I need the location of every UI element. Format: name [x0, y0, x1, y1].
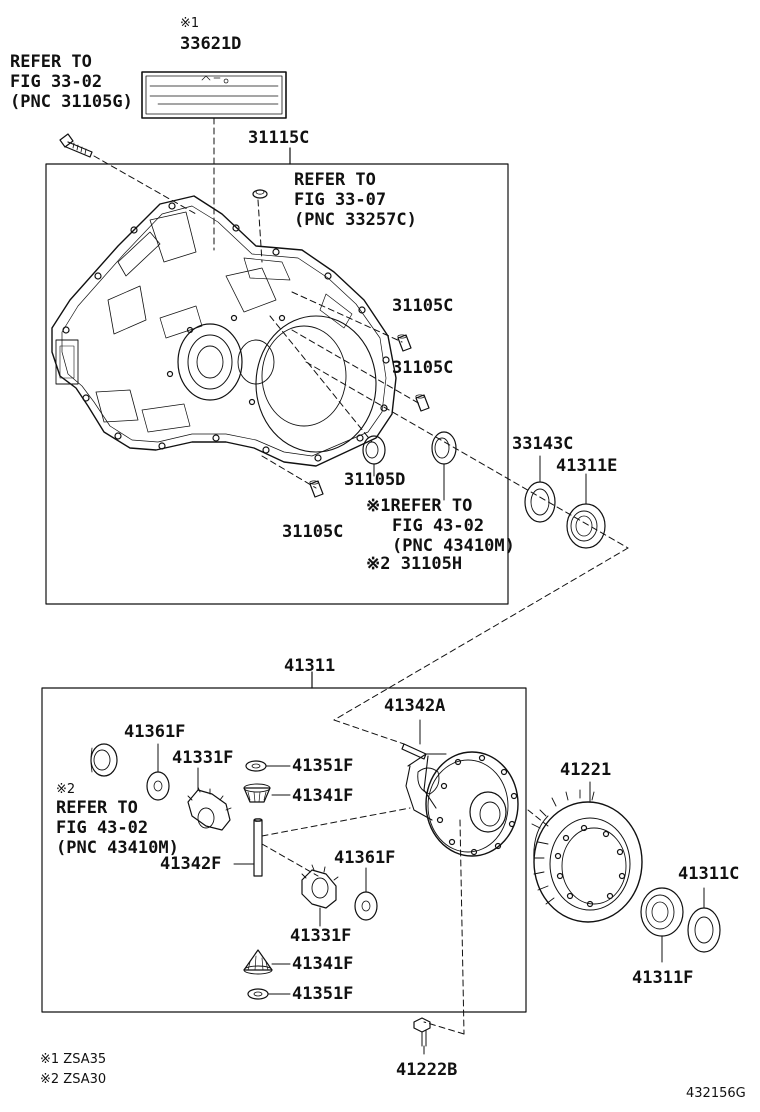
breather-ref-line3: (PNC 33257C)	[294, 210, 417, 230]
left-ref-mark: ※2	[56, 782, 76, 797]
label-plate-mark: ※1	[180, 16, 200, 31]
bearing-41311e-part-number: 41311E	[556, 456, 618, 476]
pinion-shaft-part-number: 41342F	[160, 854, 222, 874]
side-gear-shapes	[187, 767, 339, 927]
pinion-lower-part-number: 41341F	[292, 954, 354, 974]
pinion-shaft-shape	[233, 818, 263, 877]
case-part-number: 31115C	[248, 128, 310, 148]
bearing-e-shapes	[524, 455, 606, 549]
thrust-washer-shapes	[245, 760, 291, 1000]
left-ref-line1: REFER TO	[56, 798, 138, 818]
differential-case-shape	[405, 751, 519, 857]
left-ref-line3: (PNC 43410M)	[56, 838, 179, 858]
top-bolt-shape	[59, 133, 93, 158]
label-plate-shape	[141, 71, 287, 119]
shaft-pin-shape	[401, 719, 427, 760]
breather-plug-shape	[252, 189, 268, 199]
figure-id: 432156G	[686, 1086, 746, 1101]
left-ref-line2: FIG 43-02	[56, 818, 149, 838]
seal-ref-line3: (PNC 43410M)	[392, 536, 515, 556]
pinion-upper-part-number: 41341F	[292, 786, 354, 806]
ring-gear-shape	[531, 781, 643, 923]
shaft-pin-part-number: 41342A	[384, 696, 446, 716]
ring-gear-bolt-part-number: 41222B	[396, 1060, 458, 1080]
note-zsa35: ※1 ZSA35	[40, 1052, 107, 1067]
label-plate-part-number: 33621D	[180, 34, 242, 54]
breather-ref-line1: REFER TO	[294, 170, 376, 190]
seal-ref-line1: ※1REFER TO	[366, 496, 473, 516]
washer-left-part-number: 41361F	[124, 722, 186, 742]
oil-seal-shapes	[362, 431, 457, 501]
diff-group-frame	[41, 687, 527, 1013]
thrust-washer-upper-part-number: 41351F	[292, 756, 354, 776]
top-ref-line2: FIG 33-02	[10, 72, 103, 92]
note-zsa30: ※2 ZSA30	[40, 1072, 107, 1087]
washer-shapes	[146, 743, 378, 921]
left-seal-shape	[90, 743, 118, 777]
side-gear-upper-part-number: 41331F	[172, 748, 234, 768]
dowel-pin-shapes	[309, 334, 430, 498]
breather-ref-line2: FIG 33-07	[294, 190, 387, 210]
oil-seal-h-part-number: ※2 31105H	[366, 554, 463, 574]
dowel-pin-1-part-number: 31105C	[392, 296, 454, 316]
ring-gear-bolt-shape	[413, 1017, 431, 1055]
top-ref-line3: (PNC 31105G)	[10, 92, 133, 112]
washer-right-part-number: 41361F	[334, 848, 396, 868]
race-41311c-part-number: 41311C	[678, 864, 740, 884]
bearing-41311f-part-number: 41311F	[632, 968, 694, 988]
side-gear-lower-part-number: 41331F	[290, 926, 352, 946]
top-ref-line1: REFER TO	[10, 52, 92, 72]
case-group-frame	[45, 163, 509, 605]
bearing-f-shapes	[640, 887, 721, 963]
pinion-gear-shapes	[243, 783, 291, 975]
dowel-pin-2-part-number: 31105C	[392, 358, 454, 378]
ring-gear-part-number: 41221	[560, 760, 612, 780]
thrust-washer-lower-part-number: 41351F	[292, 984, 354, 1004]
dowel-pin-3-part-number: 31105C	[282, 522, 344, 542]
transaxle-case-shape	[51, 195, 397, 467]
oil-seal-small-part-number: 31105D	[344, 470, 406, 490]
diff-group-part-number: 41311	[284, 656, 336, 676]
leader-lines	[93, 117, 629, 1035]
race-33143c-part-number: 33143C	[512, 434, 574, 454]
seal-ref-line2: FIG 43-02	[392, 516, 485, 536]
